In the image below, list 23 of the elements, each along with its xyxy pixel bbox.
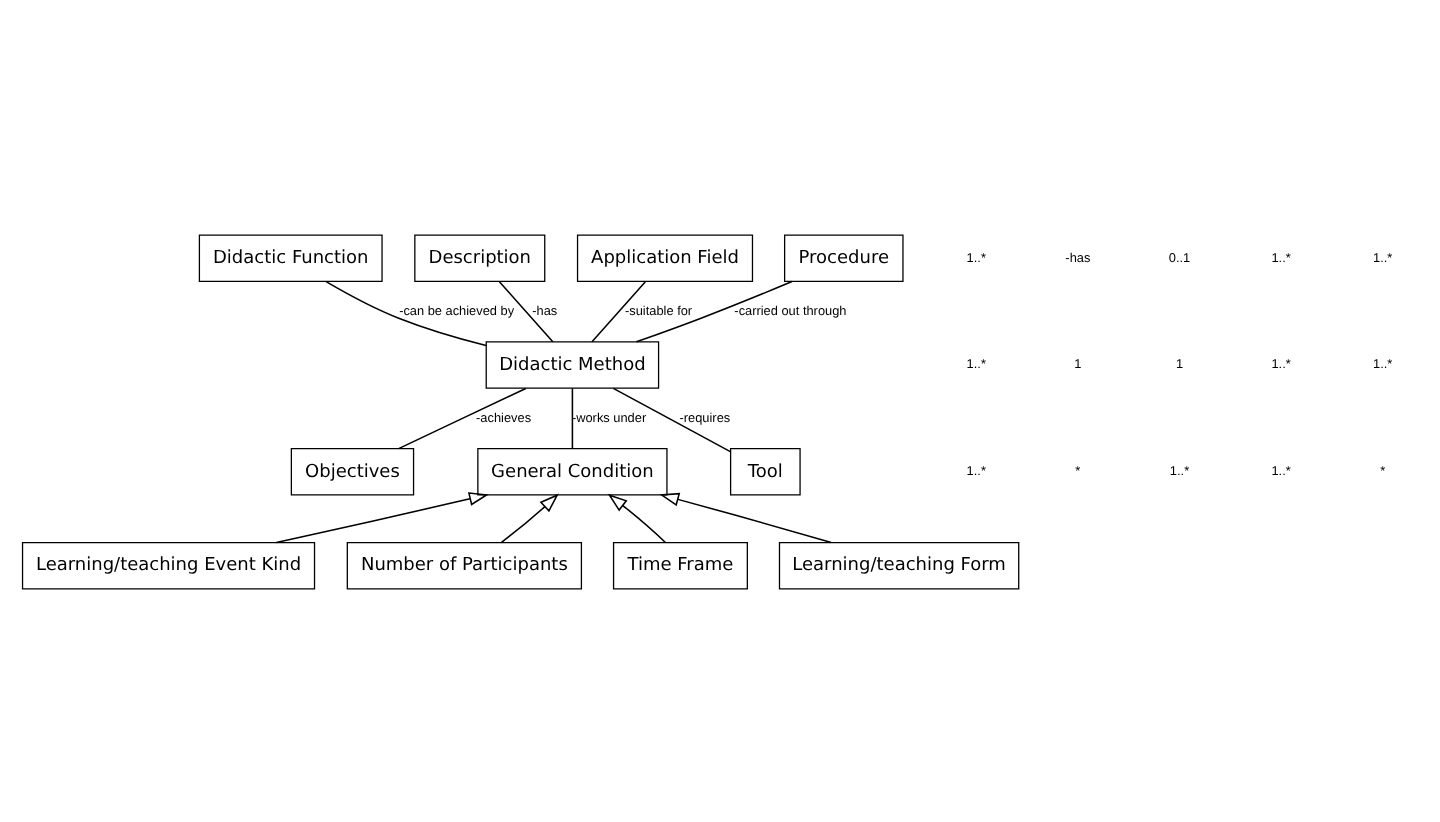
- node-box: Time Frame: [612, 540, 748, 589]
- connector: [325, 279, 487, 346]
- node-box: General Condition: [477, 447, 668, 495]
- node-box: Didactic Function: [198, 233, 383, 282]
- node-box: Objectives: [290, 447, 415, 495]
- connector: [498, 279, 554, 342]
- node-box: Application Field: [576, 233, 754, 282]
- arrow: [500, 492, 559, 543]
- node-box: Tool: [729, 447, 801, 495]
- arrow: [659, 491, 833, 543]
- arrow: [275, 491, 489, 543]
- connector: [591, 279, 647, 342]
- connector: [571, 386, 574, 449]
- node-box: Number of Participants: [346, 540, 583, 589]
- connector: [612, 386, 732, 452]
- connector: [635, 279, 793, 342]
- connector: [397, 386, 527, 449]
- node-box: Description: [414, 233, 546, 282]
- arrow: [607, 492, 667, 543]
- node-box: Procedure: [784, 233, 904, 282]
- node-box: Didactic Method: [485, 340, 660, 388]
- node-box: Learning/teaching Form: [778, 540, 1020, 589]
- node-box: Learning/teaching Event Kind: [21, 540, 316, 589]
